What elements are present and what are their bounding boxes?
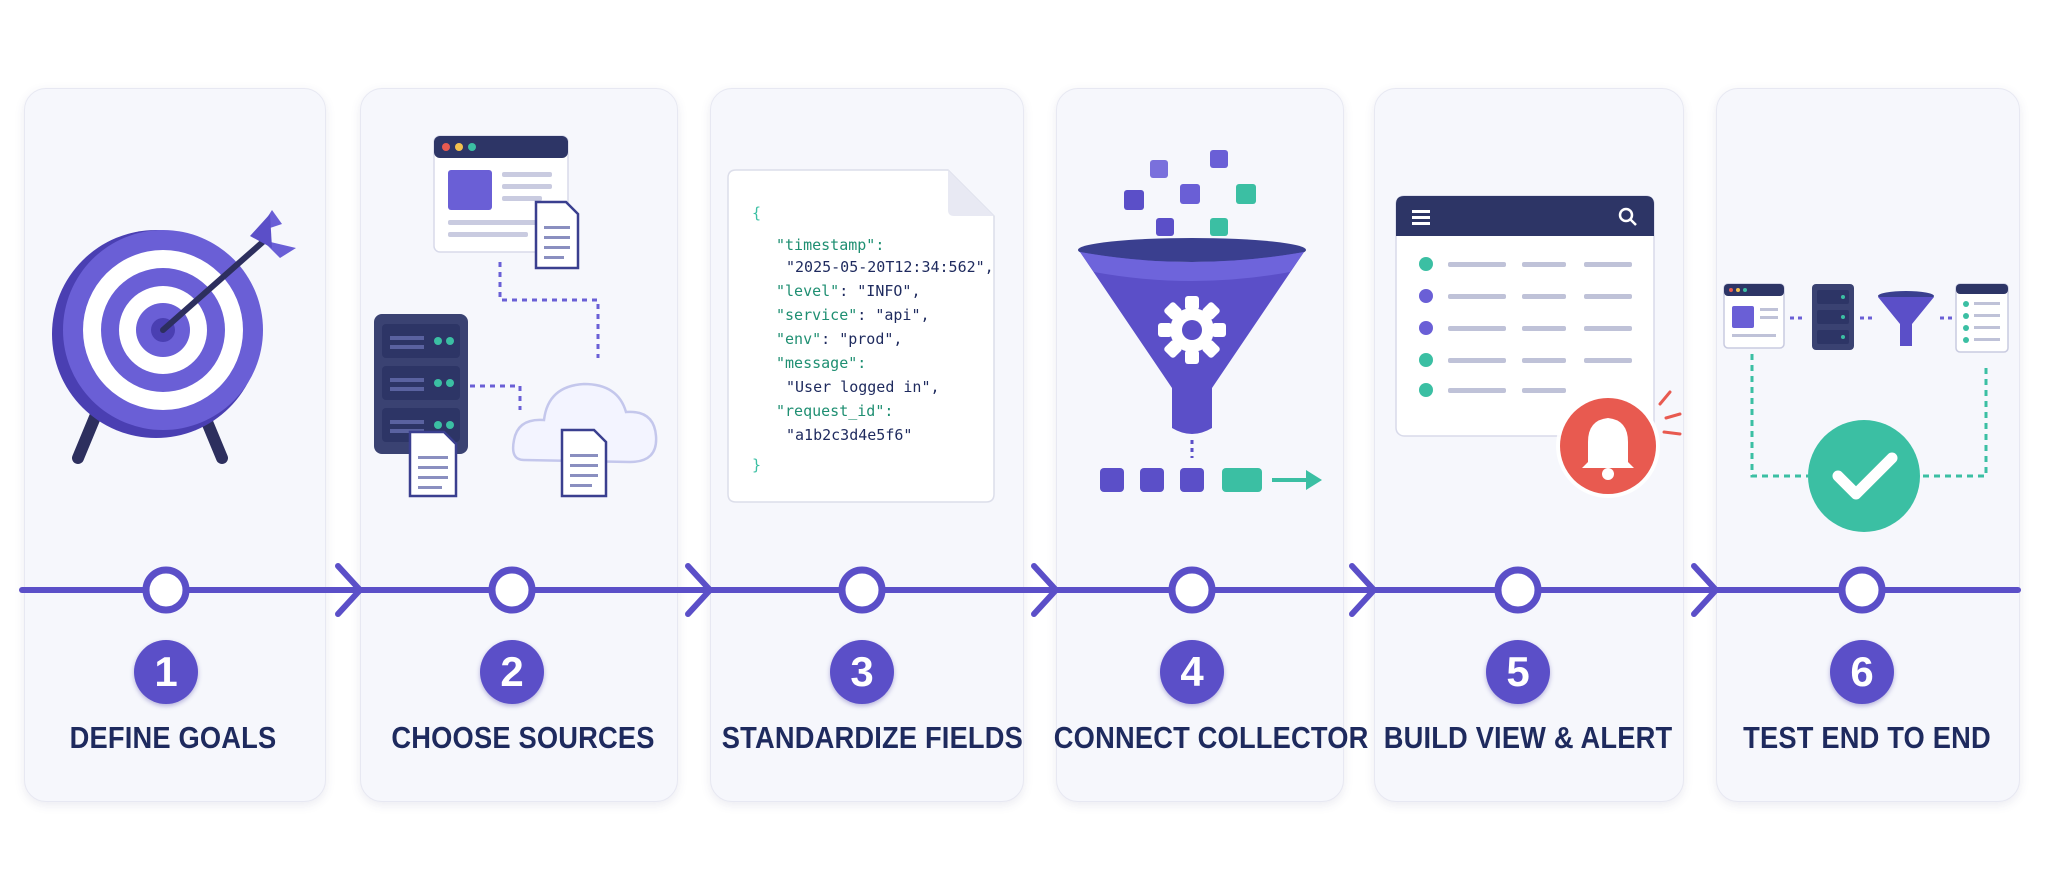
step-number-4: 4 <box>1160 640 1224 704</box>
json-line: "User logged in", <box>786 378 940 396</box>
json-document-icon <box>727 169 995 503</box>
step-number-5: 5 <box>1486 640 1550 704</box>
timeline-node <box>838 566 886 614</box>
json-line: "env": "prod", <box>776 330 902 348</box>
json-value: : "api", <box>857 306 929 324</box>
pipeline-check-icon <box>1723 283 2009 532</box>
chevron-right-icon <box>685 563 713 617</box>
timeline-node <box>1168 566 1216 614</box>
json-line: "timestamp": <box>776 236 884 254</box>
sources-icon <box>374 135 658 498</box>
target-arrow-icon <box>52 210 296 464</box>
chevron-right-icon <box>1691 563 1719 617</box>
chevron-right-icon <box>335 563 363 617</box>
json-key: "env" <box>776 330 821 348</box>
step-number-2: 2 <box>480 640 544 704</box>
timeline-node <box>488 566 536 614</box>
json-line: "2025-05-20T12:34:562", <box>786 258 994 276</box>
step-title-5: BUILD VIEW & ALERT <box>1383 720 1673 755</box>
json-key: "level" <box>776 282 839 300</box>
json-value: : "prod", <box>821 330 902 348</box>
chevron-right-icon <box>1031 563 1059 617</box>
step-title-6: TEST END TO END <box>1743 720 1991 755</box>
json-open-brace: { <box>752 204 761 222</box>
json-key: "service" <box>776 306 857 324</box>
json-line: "level": "INFO", <box>776 282 921 300</box>
json-line: "a1b2c3d4e5f6" <box>786 426 912 444</box>
json-close-brace: } <box>752 456 761 474</box>
step-number-1: 1 <box>134 640 198 704</box>
step-number-3: 3 <box>830 640 894 704</box>
json-line: "service": "api", <box>776 306 930 324</box>
step-title-1: DEFINE GOALS <box>69 720 277 755</box>
step-title-4: CONNECT COLLECTOR <box>1053 720 1369 755</box>
chevron-right-icon <box>1349 563 1377 617</box>
dashboard-bell-icon <box>1395 195 1682 498</box>
json-line: "message": <box>776 354 866 372</box>
json-value: : "INFO", <box>839 282 920 300</box>
timeline-node <box>1838 566 1886 614</box>
timeline-node <box>142 566 190 614</box>
step-number-6: 6 <box>1830 640 1894 704</box>
timeline-node <box>1494 566 1542 614</box>
json-line: "request_id": <box>776 402 893 420</box>
step-title-3: STANDARDIZE FIELDS <box>721 720 1024 755</box>
step-title-2: CHOOSE SOURCES <box>391 720 655 755</box>
funnel-gear-icon <box>1078 150 1322 492</box>
